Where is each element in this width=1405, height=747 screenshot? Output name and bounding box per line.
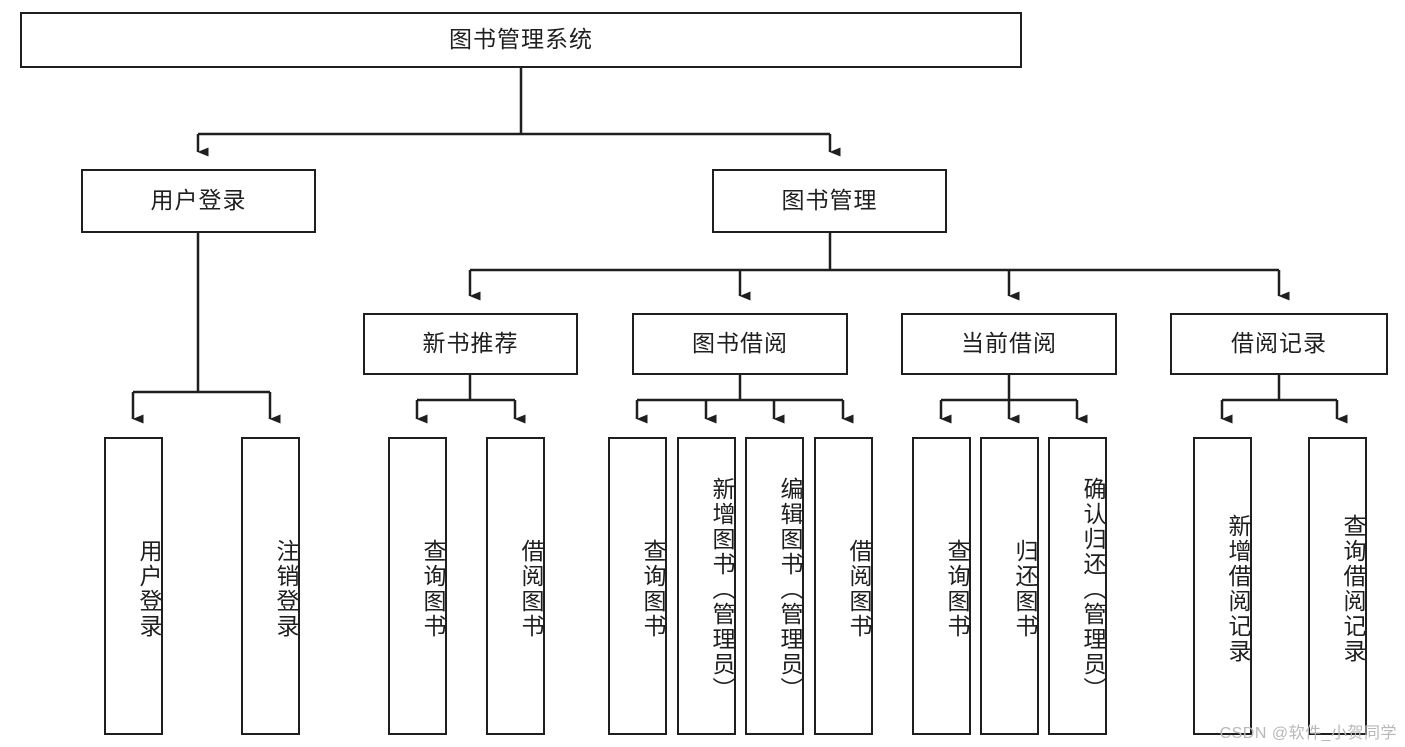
node-leaf-query-record-label: 查询借阅记录	[1340, 514, 1366, 664]
node-leaf-add-book-label: 新增图书（管理员）	[709, 476, 735, 702]
node-root-system[interactable]: 图书管理系统	[20, 12, 1022, 68]
node-book-management[interactable]: 图书管理	[712, 169, 947, 233]
node-leaf-confirm-return-label: 确认归还（管理员）	[1080, 476, 1106, 702]
node-leaf-borrow-book-1-label: 借阅图书	[518, 539, 544, 639]
node-current-borrow-label: 当前借阅	[961, 330, 1057, 357]
node-leaf-user-login[interactable]: 用户登录	[104, 437, 163, 735]
node-leaf-edit-book[interactable]: 编辑图书（管理员）	[745, 437, 804, 735]
node-leaf-query-record[interactable]: 查询借阅记录	[1308, 437, 1367, 735]
node-leaf-borrow-book-2[interactable]: 借阅图书	[814, 437, 873, 735]
node-leaf-query-book-2-label: 查询图书	[640, 539, 666, 639]
node-borrow-record-label: 借阅记录	[1231, 330, 1327, 357]
csdn-watermark: CSDN @软件_小贺同学	[1219, 725, 1397, 742]
node-user-login-label: 用户登录	[150, 187, 247, 214]
node-leaf-borrow-book-2-label: 借阅图书	[846, 539, 872, 639]
node-book-borrow[interactable]: 图书借阅	[632, 313, 848, 375]
node-leaf-query-book-2[interactable]: 查询图书	[608, 437, 667, 735]
node-new-book-recommend-label: 新书推荐	[422, 330, 519, 357]
node-borrow-record[interactable]: 借阅记录	[1170, 313, 1388, 375]
node-leaf-user-login-label: 用户登录	[136, 539, 162, 639]
node-leaf-add-book[interactable]: 新增图书（管理员）	[677, 437, 736, 735]
node-root-system-label: 图书管理系统	[449, 26, 593, 53]
node-leaf-borrow-book-1[interactable]: 借阅图书	[486, 437, 545, 735]
node-leaf-return-book-label: 归还图书	[1012, 539, 1038, 639]
node-new-book-recommend[interactable]: 新书推荐	[363, 313, 578, 375]
node-book-borrow-label: 图书借阅	[692, 330, 788, 357]
node-leaf-confirm-return[interactable]: 确认归还（管理员）	[1048, 437, 1107, 735]
node-leaf-edit-book-label: 编辑图书（管理员）	[777, 476, 803, 702]
node-user-login[interactable]: 用户登录	[81, 169, 316, 233]
node-leaf-user-logout-label: 注销登录	[273, 539, 299, 639]
node-leaf-add-record-label: 新增借阅记录	[1225, 514, 1251, 664]
node-book-management-label: 图书管理	[781, 187, 878, 214]
node-leaf-return-book[interactable]: 归还图书	[980, 437, 1039, 735]
node-leaf-query-book-1-label: 查询图书	[420, 539, 446, 639]
node-leaf-query-book-3[interactable]: 查询图书	[912, 437, 971, 735]
node-leaf-query-book-3-label: 查询图书	[944, 539, 970, 639]
node-leaf-user-logout[interactable]: 注销登录	[241, 437, 300, 735]
node-leaf-add-record[interactable]: 新增借阅记录	[1193, 437, 1252, 735]
node-current-borrow[interactable]: 当前借阅	[901, 313, 1117, 375]
node-leaf-query-book-1[interactable]: 查询图书	[388, 437, 447, 735]
